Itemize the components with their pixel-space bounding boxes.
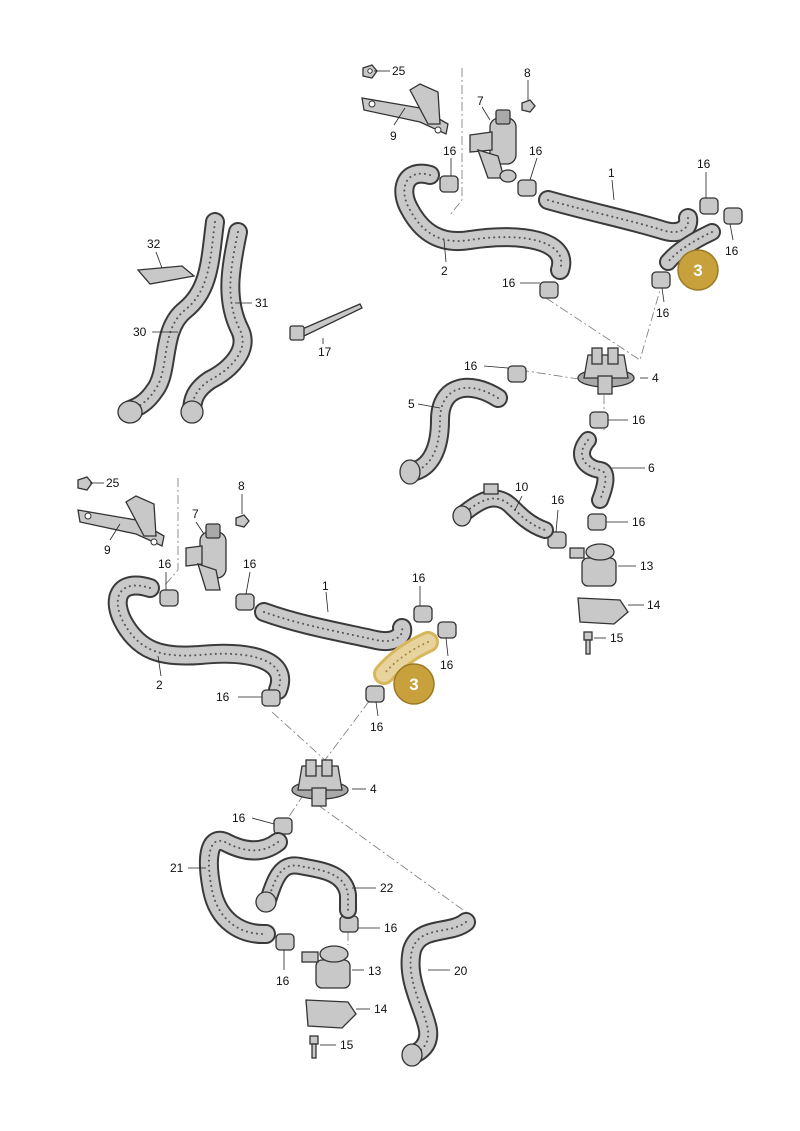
label-16-bottom-g: 16 — [232, 811, 246, 825]
hose-1 — [538, 190, 699, 243]
label-16-top-d: 16 — [725, 244, 739, 258]
label-25-bottom: 25 — [106, 476, 120, 490]
hose-2-bottom — [107, 575, 290, 700]
label-1-bottom: 1 — [322, 579, 329, 593]
valve-7 — [469, 109, 517, 183]
nut-25 — [362, 64, 378, 79]
label-17-top: 17 — [318, 345, 332, 359]
label-16-bottom-a: 16 — [158, 557, 172, 571]
label-16-top-j: 16 — [632, 515, 646, 529]
bottom-assembly: 3 25 8 — [77, 476, 476, 1067]
badge-3-top: 3 — [677, 249, 719, 291]
distributor-4-bottom — [291, 759, 349, 807]
label-2-top: 2 — [441, 264, 448, 278]
bracket-14-bottom — [305, 999, 357, 1029]
hose-2 — [394, 163, 572, 280]
label-10-top: 10 — [515, 480, 529, 494]
clamps-16-bottom — [159, 589, 457, 951]
label-6-top: 6 — [648, 461, 655, 475]
label-16-top-b: 16 — [529, 144, 543, 158]
label-5-top: 5 — [408, 397, 415, 411]
label-16-top-e: 16 — [502, 276, 516, 290]
label-16-bottom-b: 16 — [243, 557, 257, 571]
bracket-9 — [361, 83, 449, 135]
valve-7-bottom — [185, 523, 227, 591]
badge-3-bottom: 3 — [393, 663, 435, 705]
label-16-bottom-h: 16 — [384, 921, 398, 935]
bolt-15-top — [583, 631, 593, 655]
bolt-15-bottom — [309, 1035, 319, 1059]
label-15-bottom: 15 — [340, 1038, 354, 1052]
label-16-top-i: 16 — [551, 493, 565, 507]
label-16-top-g: 16 — [464, 359, 478, 373]
hose-20 — [400, 912, 476, 1067]
label-8-top: 8 — [524, 66, 531, 80]
hose-31 — [180, 222, 253, 424]
label-16-bottom-d: 16 — [440, 658, 454, 672]
label-14-top: 14 — [647, 598, 661, 612]
part-labels-bottom: 25 8 7 9 16 16 1 16 16 2 16 16 4 16 21 2… — [104, 476, 468, 1052]
label-9-top: 9 — [390, 129, 397, 143]
bracket-9-bottom — [77, 495, 165, 547]
hose-5 — [399, 377, 508, 485]
label-16-top-c: 16 — [697, 157, 711, 171]
label-4-top: 4 — [652, 371, 659, 385]
label-21-bottom: 21 — [170, 861, 184, 875]
hose-21 — [198, 831, 288, 945]
leader-lines-bottom — [90, 482, 450, 1046]
label-13-top: 13 — [640, 559, 654, 573]
label-16-bottom-c: 16 — [412, 571, 426, 585]
label-16-top-f: 16 — [656, 306, 670, 320]
hose-6 — [573, 431, 615, 509]
pump-13-bottom — [301, 945, 351, 989]
hose-1-bottom — [254, 602, 413, 651]
label-16-bottom-i: 16 — [276, 974, 290, 988]
bracket-14-top — [577, 597, 629, 625]
label-14-bottom: 14 — [374, 1002, 388, 1016]
label-32-top: 32 — [147, 237, 161, 251]
label-13-bottom: 13 — [368, 964, 382, 978]
label-8-bottom: 8 — [238, 479, 245, 493]
hose-22 — [255, 856, 357, 919]
part-labels-top: 25 8 7 9 16 16 1 16 16 2 16 16 4 16 5 16… — [133, 64, 739, 645]
label-31-top: 31 — [255, 296, 269, 310]
label-4-bottom: 4 — [370, 782, 377, 796]
label-7-bottom: 7 — [192, 507, 199, 521]
hose-3-bottom-highlighted — [373, 631, 439, 685]
leader-lines-top — [152, 70, 734, 639]
label-15-top: 15 — [610, 631, 624, 645]
label-30-top: 30 — [133, 325, 147, 339]
nut-8 — [521, 99, 536, 113]
label-7-top: 7 — [477, 94, 484, 108]
hose-3-top — [659, 223, 721, 271]
pump-13-top — [569, 543, 617, 587]
label-25-top: 25 — [392, 64, 406, 78]
badge-3-top-label: 3 — [693, 261, 702, 280]
label-22-bottom: 22 — [380, 881, 394, 895]
nut-8-bottom — [235, 514, 250, 528]
label-20-bottom: 20 — [454, 964, 468, 978]
label-16-top-a: 16 — [443, 144, 457, 158]
pad-32 — [136, 265, 196, 285]
top-assembly: 3 — [117, 64, 743, 655]
nut-25-bottom — [77, 476, 93, 491]
label-9-bottom: 9 — [104, 543, 111, 557]
hose-30 — [117, 212, 225, 424]
distributor-4-top — [577, 347, 635, 395]
badge-3-bottom-label: 3 — [409, 675, 418, 694]
label-16-bottom-f: 16 — [370, 720, 384, 734]
hose-10 — [452, 483, 554, 539]
label-16-top-h: 16 — [632, 413, 646, 427]
cable-tie-17 — [289, 303, 363, 341]
label-2-bottom: 2 — [156, 678, 163, 692]
label-16-bottom-e: 16 — [216, 690, 230, 704]
label-1-top: 1 — [608, 166, 615, 180]
clamps-16-top — [439, 175, 743, 549]
